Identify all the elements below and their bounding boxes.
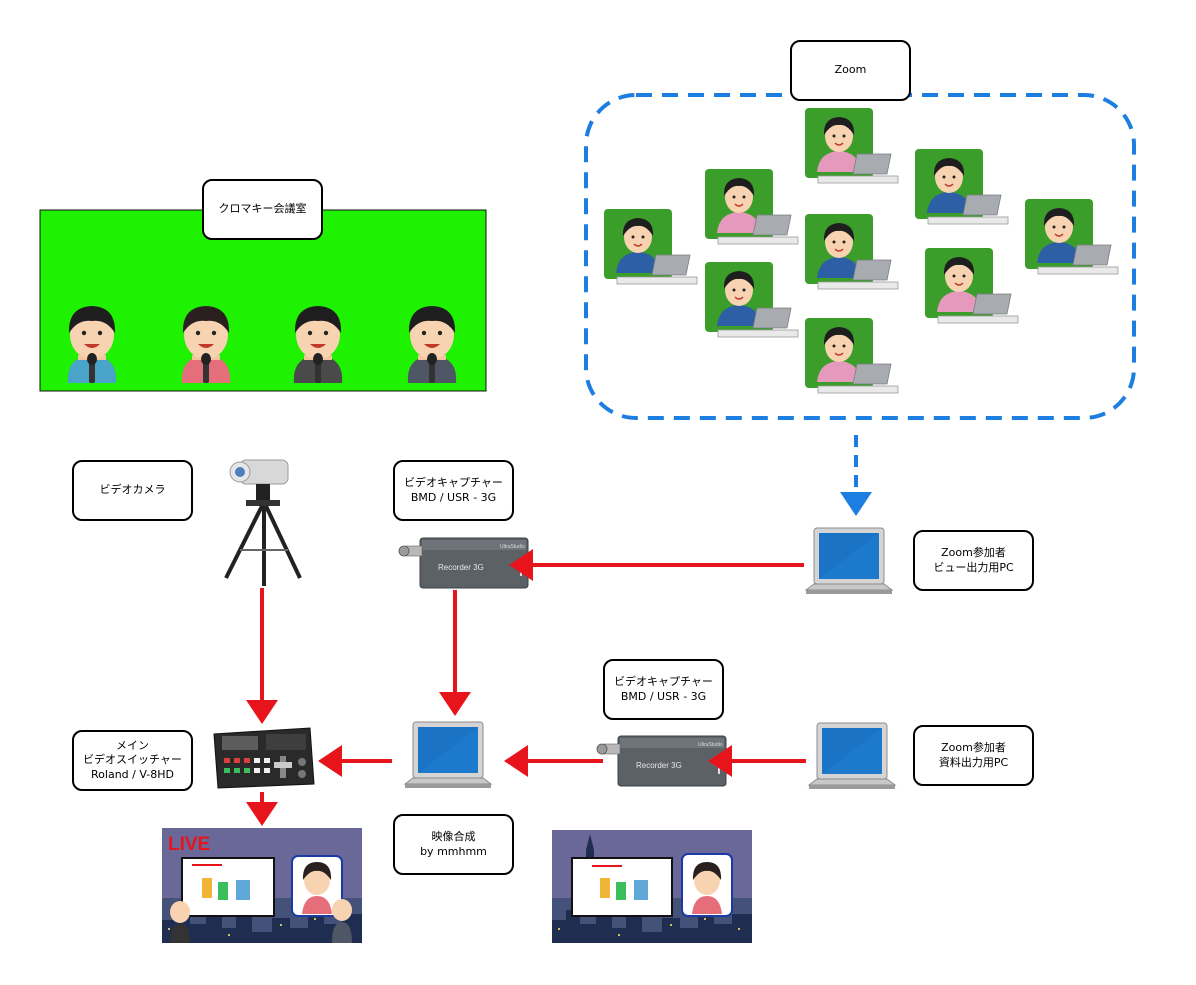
- presenter-3-illustration: [293, 306, 343, 383]
- switcher-line2: ビデオスイッチャー: [83, 753, 182, 767]
- zoom-participant-tile: [924, 247, 1019, 324]
- presenter-1-illustration: [67, 306, 117, 383]
- zoom-doc-pc-label: Zoom参加者 資料出力用PC: [913, 725, 1034, 786]
- compositing-line1: 映像合成: [431, 830, 476, 844]
- video-switcher-icon: [213, 727, 315, 789]
- zoom-participant-tile: [704, 261, 799, 338]
- live-output-screen: LIVE: [162, 828, 362, 943]
- switcher-line3: Roland / V-8HD: [91, 767, 174, 781]
- switcher-label: メイン ビデオスイッチャー Roland / V-8HD: [72, 730, 193, 791]
- zoom-participant-tile: [704, 168, 799, 245]
- zoom-participant-tile: [603, 208, 698, 285]
- capture-top-label: ビデオキャプチャー BMD / USR - 3G: [393, 460, 514, 521]
- zoom-participant-tile: [804, 213, 899, 290]
- capture-top-line1: ビデオキャプチャー: [404, 476, 503, 490]
- zoom-view-pc-label: Zoom参加者 ビュー出力用PC: [913, 530, 1034, 591]
- chroma-room-label: クロマキー会議室: [202, 179, 323, 240]
- zoom-doc-pc-line2: 資料出力用PC: [938, 755, 1009, 769]
- capture-device-top-icon: UltraStudio Recorder 3G: [398, 537, 529, 589]
- zoom-label-text: Zoom: [834, 63, 867, 77]
- zoom-participant-tile: [1024, 198, 1119, 275]
- recorder-model-text: Recorder 3G: [438, 563, 484, 572]
- video-camera-label: ビデオカメラ: [72, 460, 193, 521]
- capture-bottom-line1: ビデオキャプチャー: [614, 675, 713, 689]
- compositing-line2: by mmhmm: [420, 844, 487, 858]
- compositing-pc-icon: [404, 721, 492, 789]
- switcher-line1: メイン: [116, 739, 149, 753]
- composite-output-screen: [552, 830, 752, 943]
- zoom-view-pc-icon: [805, 527, 893, 595]
- zoom-view-pc-line1: Zoom参加者: [941, 546, 1006, 560]
- chroma-room-label-text: クロマキー会議室: [218, 202, 307, 216]
- zoom-participant-tile: [804, 107, 899, 184]
- zoom-participant-tile: [914, 148, 1009, 225]
- capture-bottom-line2: BMD / USR - 3G: [620, 689, 707, 703]
- capture-device-bottom-icon: UltraStudio Recorder 3G: [596, 735, 727, 787]
- presenter-4-illustration: [407, 306, 457, 383]
- video-camera-label-text: ビデオカメラ: [99, 483, 166, 497]
- recorder-brand-text: UltraStudio: [698, 742, 723, 748]
- compositing-label: 映像合成 by mmhmm: [393, 814, 514, 875]
- chroma-room-backdrop: [39, 209, 487, 392]
- zoom-doc-pc-line1: Zoom参加者: [941, 741, 1006, 755]
- capture-top-line2: BMD / USR - 3G: [410, 490, 497, 504]
- zoom-label: Zoom: [790, 40, 911, 101]
- zoom-doc-pc-icon: [808, 722, 896, 790]
- presenter-2-illustration: [181, 306, 231, 383]
- live-badge: LIVE: [168, 834, 210, 855]
- video-camera-icon: [224, 459, 302, 586]
- zoom-view-pc-line2: ビュー出力用PC: [933, 560, 1014, 574]
- recorder-model-text: Recorder 3G: [636, 761, 682, 770]
- zoom-participant-tile: [804, 317, 899, 394]
- capture-bottom-label: ビデオキャプチャー BMD / USR - 3G: [603, 659, 724, 720]
- recorder-brand-text: UltraStudio: [500, 544, 525, 550]
